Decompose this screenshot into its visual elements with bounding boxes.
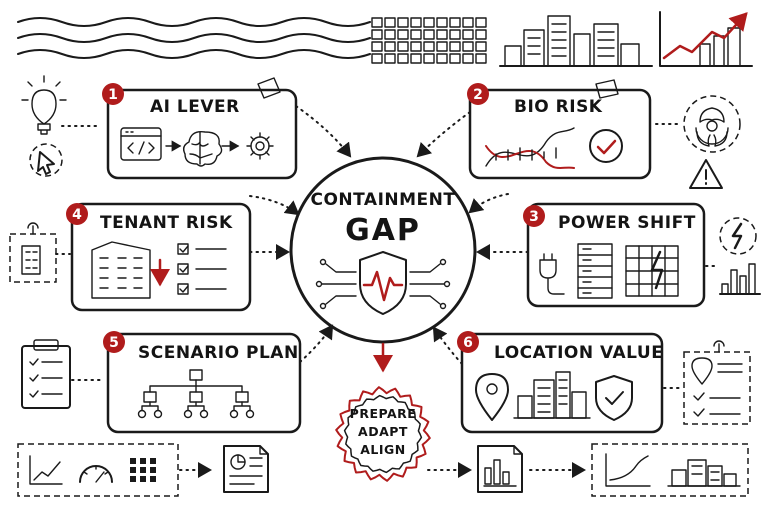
- buildings-icon: [513, 371, 591, 419]
- tenant-risk-title: TENANT RISK: [100, 213, 233, 233]
- plug-icon: [539, 253, 565, 295]
- cursor-click-icon: [29, 143, 63, 177]
- lightbulb-icon: [21, 75, 67, 135]
- bio-risk-title: BIO RISK: [514, 97, 603, 117]
- chart-document-icon: [477, 445, 523, 493]
- location-value-title: LOCATION VALUE: [494, 343, 663, 363]
- badge-5: [103, 331, 125, 353]
- top-wave-lines-decoration: [17, 17, 371, 59]
- small-buildings-icon: [667, 459, 741, 487]
- office-building-icon: [91, 241, 151, 299]
- location-pin-icon: [475, 373, 509, 421]
- node-location-value: 6 LOCATION VALUE: [457, 331, 664, 434]
- scenario-plan-title: SCENARIO PLAN: [138, 343, 299, 363]
- trend-chart-icon: [29, 455, 63, 485]
- decision-tree-icon: [137, 369, 255, 419]
- solar-panel-icon: [625, 245, 679, 297]
- badge-3: [523, 205, 545, 227]
- hanging-building-card-icon: [9, 222, 57, 283]
- svg-text:5: 5: [109, 335, 119, 351]
- center-title-line2: GAP: [345, 213, 421, 248]
- city-skyline-icon: [499, 15, 653, 67]
- svg-text:3: 3: [529, 209, 539, 225]
- node-bio-risk: 2 BIO RISK: [467, 79, 652, 180]
- svg-text:6: 6: [463, 335, 473, 351]
- report-document-icon: [223, 445, 269, 493]
- node-ai-lever: 1 AI LEVER: [102, 77, 298, 180]
- biohazard-icon: [683, 95, 741, 153]
- brain-icon: [182, 131, 223, 167]
- data-grid-decoration: [371, 17, 487, 64]
- stamp-line1: PREPARE: [350, 406, 417, 421]
- badge-6: [457, 331, 479, 353]
- growth-curve-icon: [605, 453, 651, 487]
- svg-text:4: 4: [72, 207, 82, 223]
- badge-2: [467, 83, 489, 105]
- lightning-circle-icon: [719, 217, 757, 255]
- dna-icon: [485, 127, 575, 169]
- bottom-metrics-panel: [17, 443, 179, 497]
- power-shift-title: POWER SHIFT: [558, 213, 696, 233]
- circuit-lines-icon: [315, 258, 451, 310]
- bar-chart-icon: [719, 263, 761, 295]
- gauge-icon: [79, 465, 113, 483]
- svg-text:1: 1: [108, 87, 118, 103]
- node-scenario-plan: 5 SCENARIO PLAN: [103, 331, 302, 434]
- code-window-icon: [120, 127, 162, 161]
- bottom-outcome-panel: [591, 443, 749, 497]
- connectors: [249, 105, 529, 373]
- badge-1: [102, 83, 124, 105]
- badge-4: [66, 203, 88, 225]
- node-power-shift: 3 POWER SHIFT: [523, 202, 706, 308]
- svg-text:2: 2: [473, 87, 483, 103]
- ai-lever-title: AI LEVER: [150, 97, 240, 117]
- shield-check-icon: [595, 375, 633, 421]
- node-tenant-risk: 4 TENANT RISK: [66, 202, 252, 312]
- prepare-adapt-align-stamp: PREPARE ADAPT ALIGN: [335, 386, 431, 482]
- clipboard-checklist-icon: [21, 339, 71, 409]
- stamp-line2: ADAPT: [358, 424, 408, 439]
- growth-chart-icon: [659, 11, 753, 67]
- stamp-line3: ALIGN: [360, 442, 406, 457]
- dot-grid-icon: [130, 458, 156, 482]
- check-circle-icon: [589, 129, 623, 163]
- server-rack-icon: [577, 243, 613, 299]
- gear-icon: [246, 132, 274, 160]
- checklist-icon: [177, 243, 227, 295]
- center-node: CONTAINMENT GAP: [289, 156, 477, 344]
- warning-triangle-icon: [689, 159, 723, 189]
- center-title-line1: CONTAINMENT: [311, 190, 456, 210]
- hanging-checklist-card-icon: [683, 340, 751, 425]
- shield-heartbeat-icon: [359, 251, 407, 315]
